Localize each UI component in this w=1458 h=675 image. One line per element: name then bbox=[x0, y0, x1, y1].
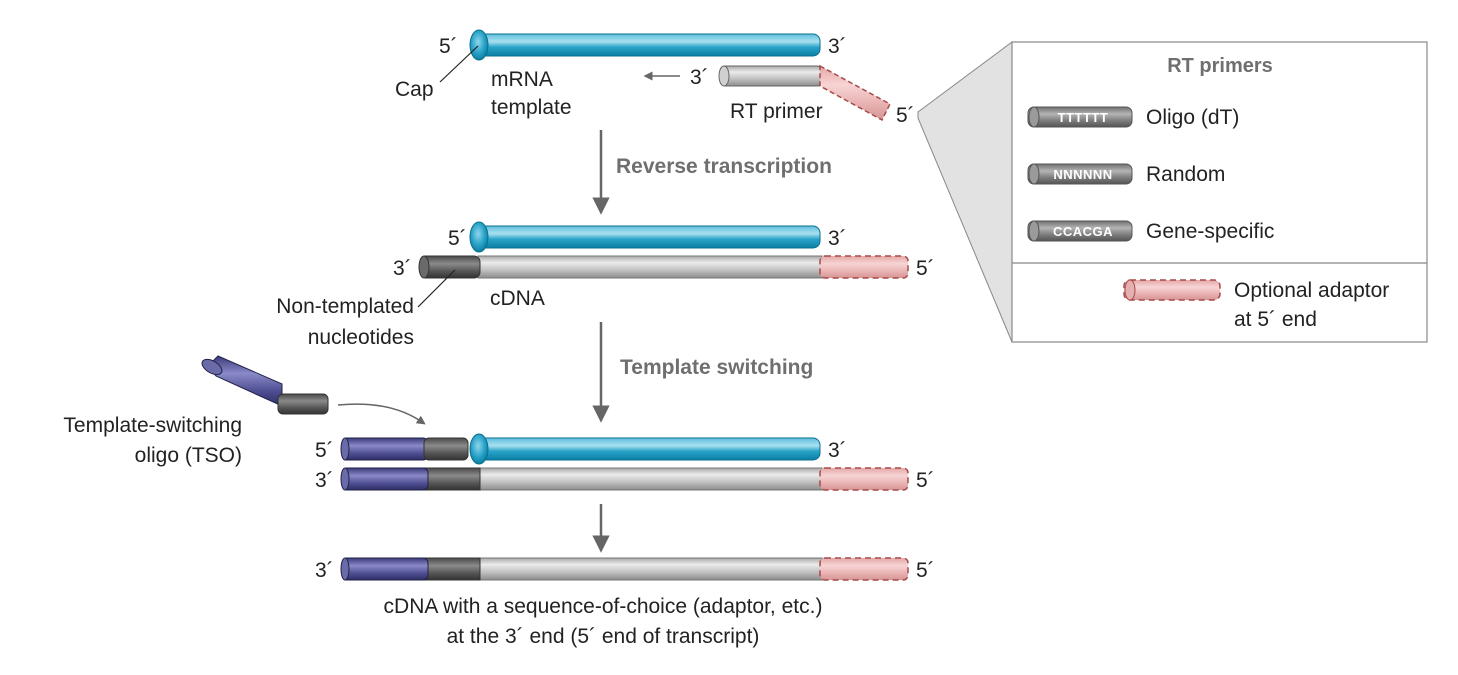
cdna-strand bbox=[475, 467, 823, 491]
legend-item-random: NNNNNN Random bbox=[1027, 163, 1225, 186]
bottom-3-prime: 3´ bbox=[315, 469, 334, 492]
cap-icon bbox=[469, 433, 489, 465]
primer-5-prime: 5´ bbox=[896, 104, 915, 127]
legend-label: Random bbox=[1146, 163, 1225, 186]
cap-leader-line bbox=[439, 45, 479, 83]
mrna-label-line2: template bbox=[491, 96, 572, 119]
legend-title: RT primers bbox=[1167, 55, 1273, 77]
cdna-3-end bbox=[418, 255, 430, 279]
bottom-5-prime: 5´ bbox=[916, 469, 935, 492]
adaptor-segment bbox=[819, 557, 909, 581]
adaptor-segment bbox=[819, 255, 909, 279]
primer-sequence: NNNNNN bbox=[1053, 167, 1112, 182]
mrna-strand bbox=[477, 225, 821, 249]
legend-item-adaptor: Optional adaptor at 5´ end bbox=[1123, 279, 1389, 331]
tso-end bbox=[201, 358, 223, 376]
primer-cylinder-end bbox=[1028, 106, 1040, 128]
rt-primer-adaptor bbox=[819, 64, 891, 122]
nontemplated-label-line1: Non-templated bbox=[276, 295, 414, 318]
stage-3-template-switching: Template-switching oligo (TSO) 5´ 3´ 3´ … bbox=[63, 355, 935, 492]
rt-primer-cylinder bbox=[719, 65, 823, 87]
adaptor-cylinder-end bbox=[1124, 279, 1136, 301]
caption-line2: at the 3´ end (5´ end of transcript) bbox=[447, 625, 760, 648]
legend-item-oligo-dt: TTTTTT Oligo (dT) bbox=[1027, 106, 1239, 129]
primer-cylinder-end bbox=[1028, 220, 1040, 242]
cdna-label: cDNA bbox=[490, 287, 545, 310]
tso-purple-segment bbox=[341, 467, 429, 491]
tso-label-line2: oligo (TSO) bbox=[135, 444, 242, 467]
tso-dark-segment bbox=[277, 393, 329, 415]
final-5-prime: 5´ bbox=[916, 559, 935, 582]
adaptor-segment bbox=[819, 467, 909, 491]
rt-primer-label: RT primer bbox=[730, 100, 823, 123]
mrna-label-line1: mRNA bbox=[491, 68, 553, 91]
top-3-prime: 3´ bbox=[828, 439, 847, 462]
tso-end bbox=[340, 467, 350, 491]
cdna-strand bbox=[477, 255, 823, 279]
tso-dark-segment bbox=[423, 467, 481, 491]
mrna-strand bbox=[477, 33, 821, 57]
legend-zoom-trapezoid bbox=[917, 41, 1013, 343]
stage-2-first-strand: 5´ 3´ 3´ 5´ cDNA Non-templated nucleotid… bbox=[276, 221, 935, 349]
adaptor-cylinder-icon bbox=[1123, 279, 1221, 301]
cdna-5-prime: 5´ bbox=[916, 257, 935, 280]
legend-label: Oligo (dT) bbox=[1146, 106, 1239, 129]
tso-dark-segment bbox=[423, 437, 469, 461]
tso-curved-arrow bbox=[337, 403, 426, 425]
primer-cylinder-icon bbox=[1027, 220, 1133, 242]
step-template-switching: Template switching bbox=[592, 322, 813, 423]
mrna-3-prime: 3´ bbox=[828, 227, 847, 250]
tso-end bbox=[340, 437, 350, 461]
legend-item-gene-specific: CCACGA Gene-specific bbox=[1027, 220, 1274, 243]
primer-sequence: TTTTTT bbox=[1058, 110, 1109, 125]
tso-purple-segment bbox=[341, 437, 429, 461]
tso-dark-segment bbox=[423, 557, 481, 581]
stage-4-final-cdna: 3´ 5´ cDNA with a sequence-of-choice (ad… bbox=[315, 557, 935, 648]
primer-cylinder-icon bbox=[1027, 163, 1133, 185]
mrna-3-prime: 3´ bbox=[828, 35, 847, 58]
tso-label-line1: Template-switching bbox=[63, 414, 242, 437]
top-5-prime: 5´ bbox=[315, 439, 334, 462]
primer-cylinder-icon bbox=[1027, 106, 1133, 128]
primer-cylinder-end bbox=[1028, 163, 1040, 185]
cap-icon bbox=[469, 221, 489, 253]
primer-sequence: CCACGA bbox=[1053, 224, 1113, 239]
legend: RT primers TTTTTT Oligo (dT) NNNNNN Rand… bbox=[917, 41, 1428, 343]
rt-primer-end bbox=[718, 65, 730, 87]
step-label: Template switching bbox=[620, 356, 813, 379]
step-label: Reverse transcription bbox=[616, 155, 832, 178]
caption-line1: cDNA with a sequence-of-choice (adaptor,… bbox=[384, 595, 823, 618]
final-3-prime: 3´ bbox=[315, 559, 334, 582]
mrna-strand bbox=[477, 437, 821, 461]
tso-purple-segment bbox=[341, 557, 429, 581]
nontemplated-label-line2: nucleotides bbox=[308, 326, 414, 349]
legend-adaptor-label-line2: at 5´ end bbox=[1234, 308, 1317, 331]
legend-adaptor-label-line1: Optional adaptor bbox=[1234, 279, 1389, 302]
mrna-5-prime: 5´ bbox=[448, 227, 467, 250]
mrna-5-prime: 5´ bbox=[439, 35, 458, 58]
tso-end bbox=[340, 557, 350, 581]
cdna-3-prime: 3´ bbox=[393, 257, 412, 280]
cdna-strand bbox=[475, 557, 823, 581]
nontemplated-leader-line bbox=[417, 269, 456, 308]
primer-3-prime: 3´ bbox=[690, 66, 709, 89]
cap-label: Cap bbox=[395, 78, 434, 101]
legend-label: Gene-specific bbox=[1146, 220, 1274, 243]
stage-1-mrna-and-primer: 5´ 3´ Cap mRNA template 3´ 5´ RT primer bbox=[395, 29, 915, 127]
step-reverse-transcription: Reverse transcription bbox=[592, 130, 832, 215]
cap-icon bbox=[469, 29, 489, 61]
tso-oligo-free bbox=[207, 355, 283, 407]
